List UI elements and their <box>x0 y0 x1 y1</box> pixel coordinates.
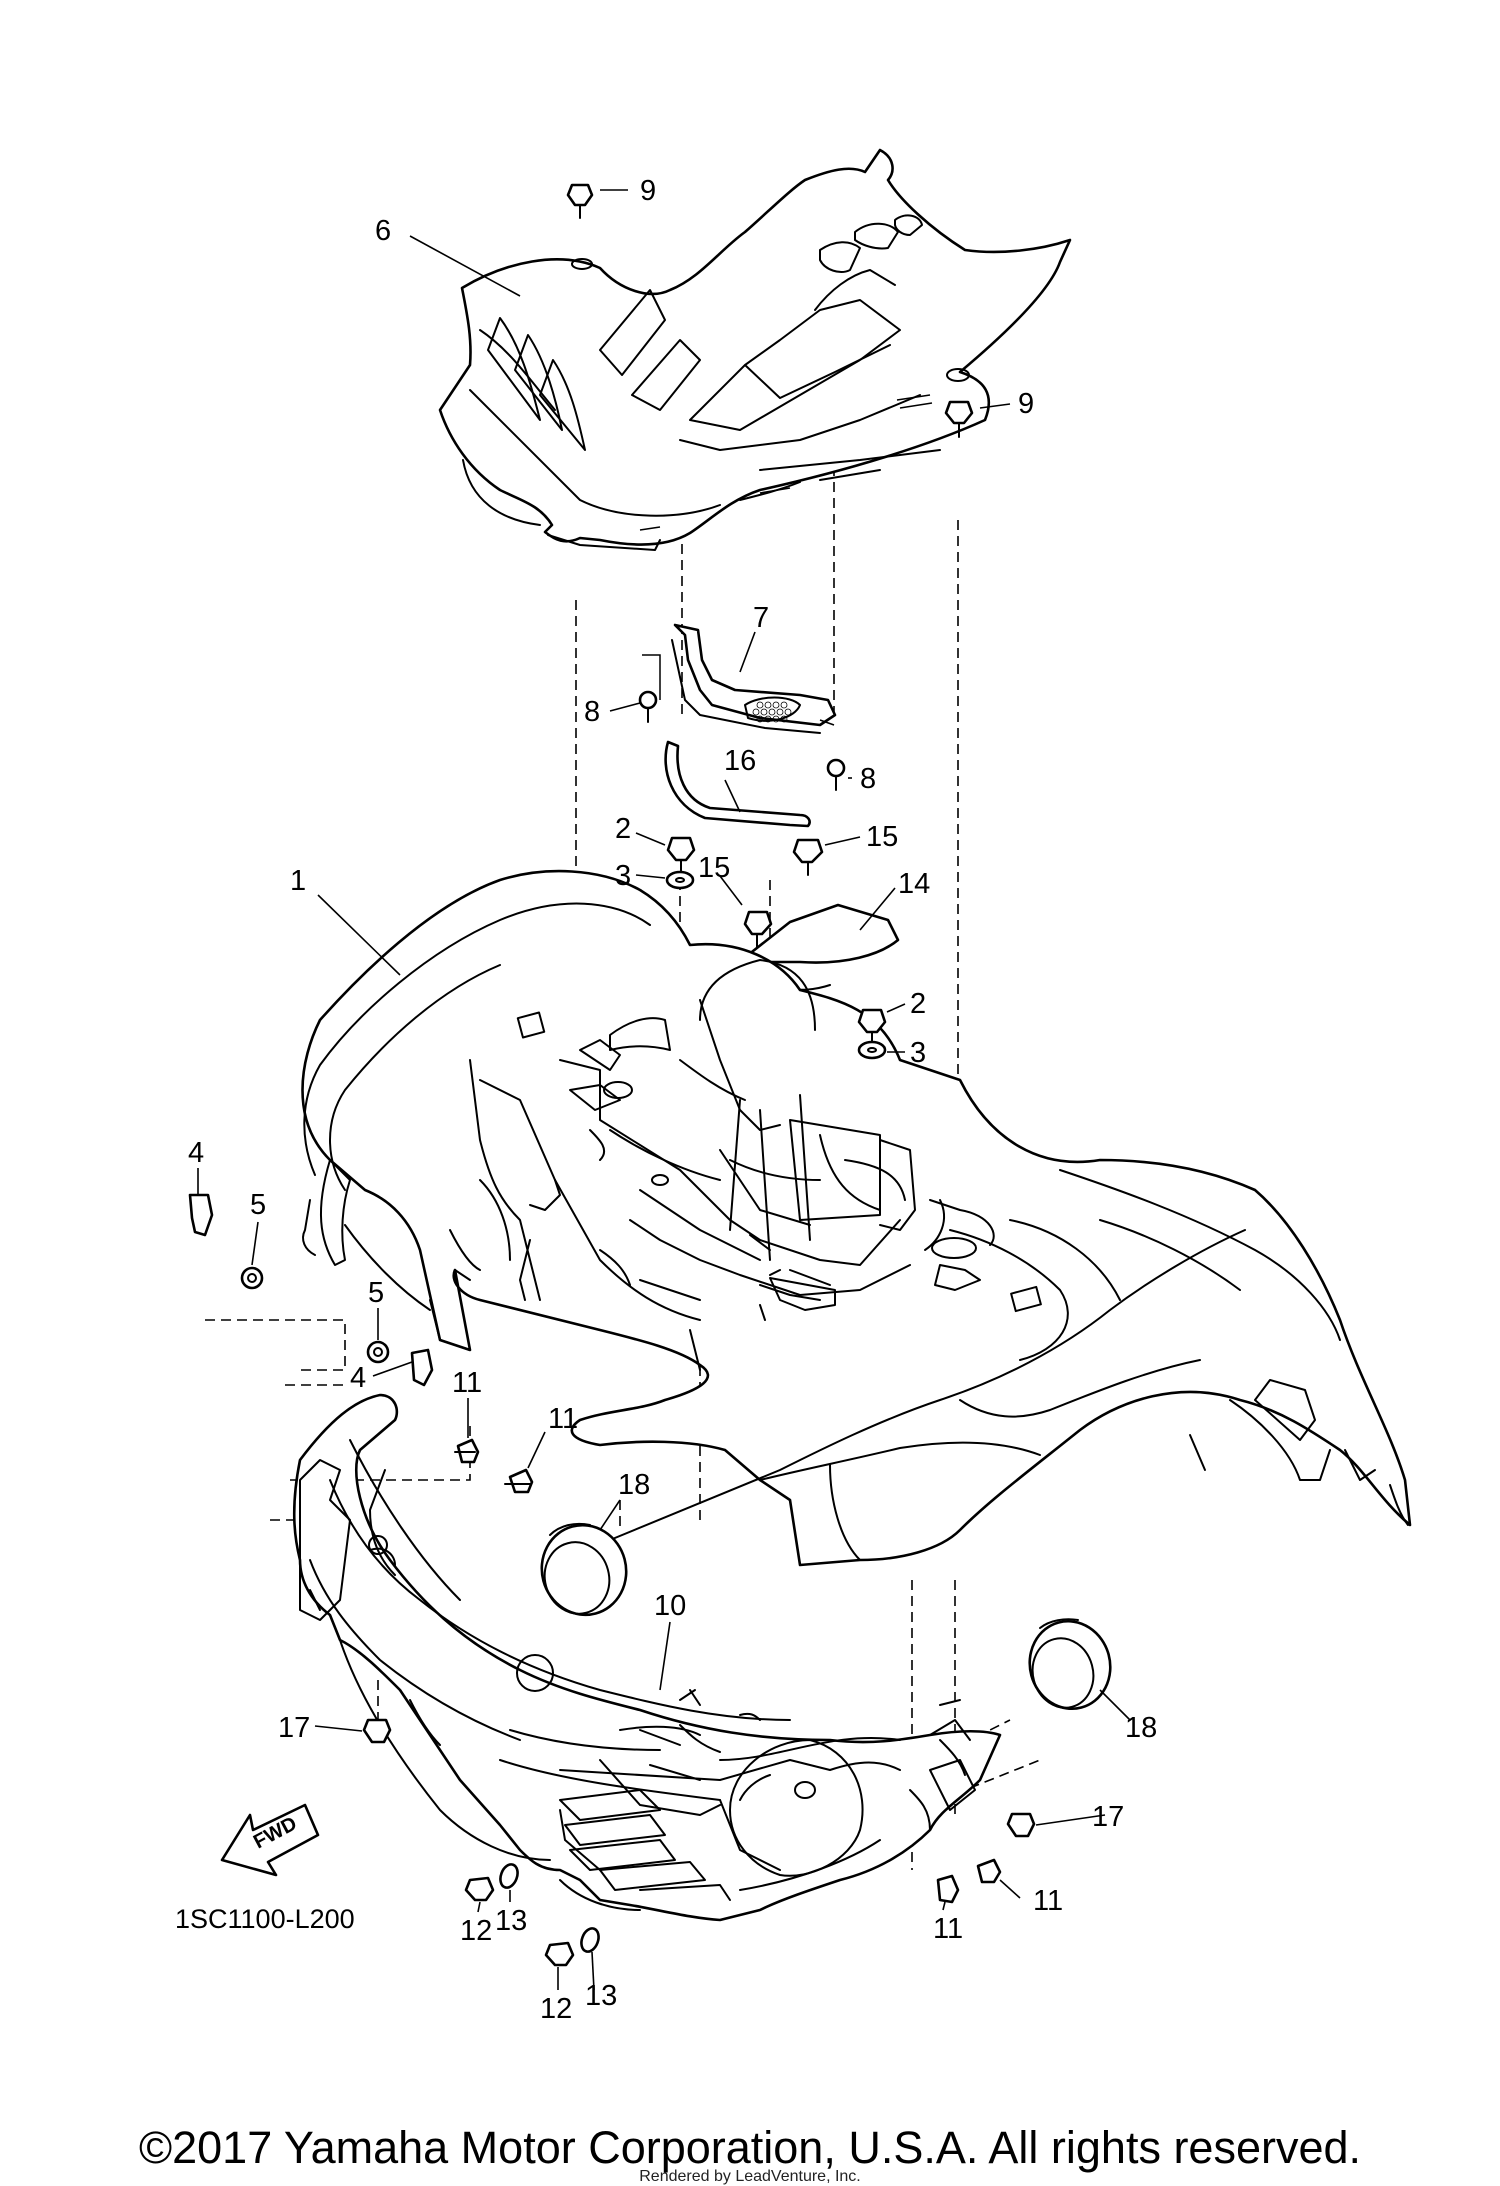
part-2-bolt-center <box>666 836 696 873</box>
part-18-bezel-left <box>540 1522 628 1617</box>
callout-3-center: 3 <box>615 860 631 892</box>
callout-11-d: 11 <box>1033 1885 1063 1917</box>
part-1-front-fender <box>301 869 1412 1576</box>
part-5-bolt-lower <box>366 1340 390 1364</box>
part-12-bolt-right <box>544 1941 575 1967</box>
callout-18-right: 18 <box>1125 1712 1157 1744</box>
part-13-washer-right <box>580 1927 600 1953</box>
callout-9-upper: 9 <box>640 175 656 207</box>
callout-9-right: 9 <box>1018 388 1034 420</box>
callout-11-c: 11 <box>933 1913 963 1945</box>
callout-7: 7 <box>753 602 769 634</box>
part-9-screw-upper <box>566 183 594 219</box>
part-8-screw-left <box>638 690 658 723</box>
callout-13-left: 13 <box>495 1905 527 1937</box>
callout-12-left: 12 <box>460 1915 492 1947</box>
callout-11-a: 11 <box>452 1367 482 1399</box>
part-11-rivet-d <box>976 1858 1002 1884</box>
copyright-notice: ©2017 Yamaha Motor Corporation, U.S.A. A… <box>138 2122 1362 2173</box>
callout-16: 16 <box>724 745 756 777</box>
callout-labels: 9 6 9 7 8 8 16 2 3 15 15 14 1 2 3 4 5 5 … <box>175 175 1157 2025</box>
callout-8-left: 8 <box>584 696 600 728</box>
callout-11-b: 11 <box>548 1403 578 1435</box>
part-7-grille <box>642 623 837 734</box>
part-12-bolt-left <box>464 1876 495 1902</box>
callout-4-upper: 4 <box>188 1137 204 1169</box>
callout-14: 14 <box>898 868 930 900</box>
callout-18-left: 18 <box>618 1469 650 1501</box>
callout-2-right: 2 <box>910 988 926 1020</box>
part-11-rivet-c <box>936 1874 960 1904</box>
callout-17-right: 17 <box>1092 1801 1124 1833</box>
part-11-rivet-b <box>504 1468 534 1494</box>
callout-8-right: 8 <box>860 763 876 795</box>
part-15-rivet-upper <box>792 838 824 876</box>
part-4-clip-lower <box>410 1348 434 1387</box>
callout-3-right: 3 <box>910 1037 926 1069</box>
part-17-screw-left <box>362 1718 392 1744</box>
rendered-by-credit: Rendered by LeadVenture, Inc. <box>639 2168 861 2185</box>
part-18-bezel-right <box>1028 1618 1112 1711</box>
callout-12-right: 12 <box>540 1993 572 2025</box>
callout-10: 10 <box>654 1590 686 1622</box>
part-16-trim-strip <box>664 740 811 828</box>
part-10-front-lower-panel <box>292 1393 1002 1922</box>
callout-2-center: 2 <box>615 813 631 845</box>
part-5-bolt-upper <box>240 1266 264 1290</box>
part-3-washer-center <box>665 870 695 890</box>
callout-5-lower: 5 <box>368 1277 384 1309</box>
callout-15-center: 15 <box>698 852 730 884</box>
callout-6: 6 <box>375 215 391 247</box>
forward-direction-arrow: FWD <box>220 1803 320 1877</box>
part-4-clip-upper <box>188 1193 214 1237</box>
part-9-screw-right <box>944 400 974 438</box>
part-15-rivet-lower <box>743 910 773 948</box>
callout-5-upper: 5 <box>250 1189 266 1221</box>
callout-15-right: 15 <box>866 821 898 853</box>
callout-4-lower: 4 <box>350 1362 366 1394</box>
part-2-bolt-right <box>857 1008 887 1043</box>
callout-leaders <box>197 189 1131 1991</box>
part-3-washer-right <box>857 1040 887 1060</box>
callout-13-right: 13 <box>585 1980 617 2012</box>
part-11-rivet-a <box>454 1438 480 1464</box>
diagram-code: 1SC1100-L200 <box>175 1904 355 1934</box>
callout-1: 1 <box>290 865 306 897</box>
part-8-screw-right <box>826 758 846 791</box>
callout-17-left: 17 <box>278 1712 310 1744</box>
part-17-screw-right <box>1006 1812 1036 1838</box>
part-6-front-upper-panel <box>438 148 1072 551</box>
part-13-washer-left <box>499 1863 519 1889</box>
